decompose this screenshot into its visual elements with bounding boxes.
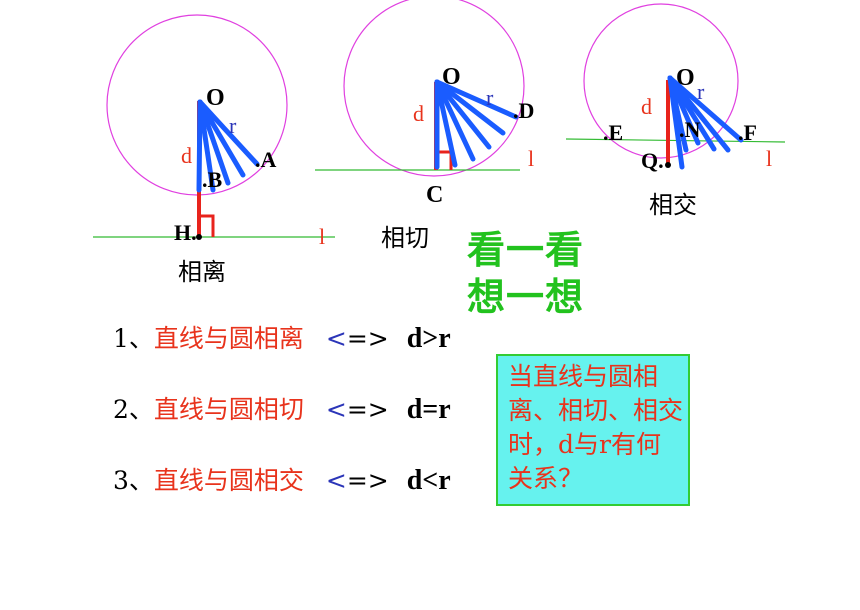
radius-fan-3 <box>667 75 744 170</box>
relation-index: 1、 <box>113 324 154 353</box>
point-label-a: .A <box>255 147 277 172</box>
point-label-c: C <box>426 182 443 208</box>
point-label-n: .N <box>679 117 701 142</box>
relation-index: 2、 <box>113 395 154 424</box>
point-label-h: H. <box>174 220 197 245</box>
relation-index: 3、 <box>113 466 154 495</box>
relation-row-tangent: 2、直线与圆相切 <=> d=r <box>113 390 451 426</box>
caption-intersect: 相交 <box>649 191 697 219</box>
question-box: 当直线与圆相离、相切、相交时，d与r有何关系？ <box>496 354 690 506</box>
circle-3 <box>583 3 739 159</box>
caption-separate: 相离 <box>178 258 226 286</box>
equivalence-arrow: <=> <box>325 324 389 353</box>
distance-label-2: d <box>413 101 424 126</box>
point-label-d: .D <box>513 98 534 123</box>
center-label-1: O <box>206 85 225 111</box>
equivalence-arrow: <=> <box>325 395 389 424</box>
line-label-1: l <box>319 224 325 249</box>
radius-label-3: r <box>697 79 705 104</box>
circle-2 <box>343 0 525 177</box>
radius-fan-2 <box>434 79 519 170</box>
center-label-3: O <box>676 65 695 91</box>
relation-row-intersect: 3、直线与圆相交 <=> d<r <box>113 461 451 497</box>
point-label-e: .E <box>603 120 623 145</box>
equivalence-arrow: <=> <box>325 466 389 495</box>
caption-tangent: 相切 <box>381 224 429 252</box>
distance-label-1: d <box>181 143 192 168</box>
line-label-2: l <box>528 146 534 171</box>
right-angle-mark-1 <box>199 214 215 237</box>
relation-text: 直线与圆相交 <box>153 466 304 495</box>
point-q-dot <box>665 162 671 168</box>
relation-text: 直线与圆相离 <box>153 324 304 353</box>
relation-text: 直线与圆相切 <box>153 395 304 424</box>
relation-formula: d<r <box>406 465 451 496</box>
figure-separate: O r d .A .B H. l 相离 <box>93 14 335 286</box>
line-label-3: l <box>766 146 772 171</box>
center-label-2: O <box>442 64 461 90</box>
radius-fan-1 <box>196 99 260 193</box>
radius-label-1: r <box>229 113 237 138</box>
relation-formula: d>r <box>406 323 451 354</box>
distance-label-3: d <box>641 94 652 119</box>
figure-intersect: O r d .E .N .F Q. l 相交 <box>565 3 786 219</box>
point-label-b: .B <box>202 167 223 192</box>
radius-label-2: r <box>486 85 494 110</box>
prompt-think: 想一想 <box>467 275 585 319</box>
figure-tangent: O r d .D C l 相切 <box>315 0 534 252</box>
point-label-q: Q. <box>641 148 664 173</box>
line-l-3 <box>565 138 786 143</box>
prompt-look: 看一看 <box>467 228 585 272</box>
point-label-f: .F <box>738 120 757 145</box>
point-h-dot <box>196 234 202 240</box>
relation-row-separate: 1、直线与圆相离 <=> d>r <box>113 319 451 355</box>
relation-formula: d=r <box>406 394 451 425</box>
